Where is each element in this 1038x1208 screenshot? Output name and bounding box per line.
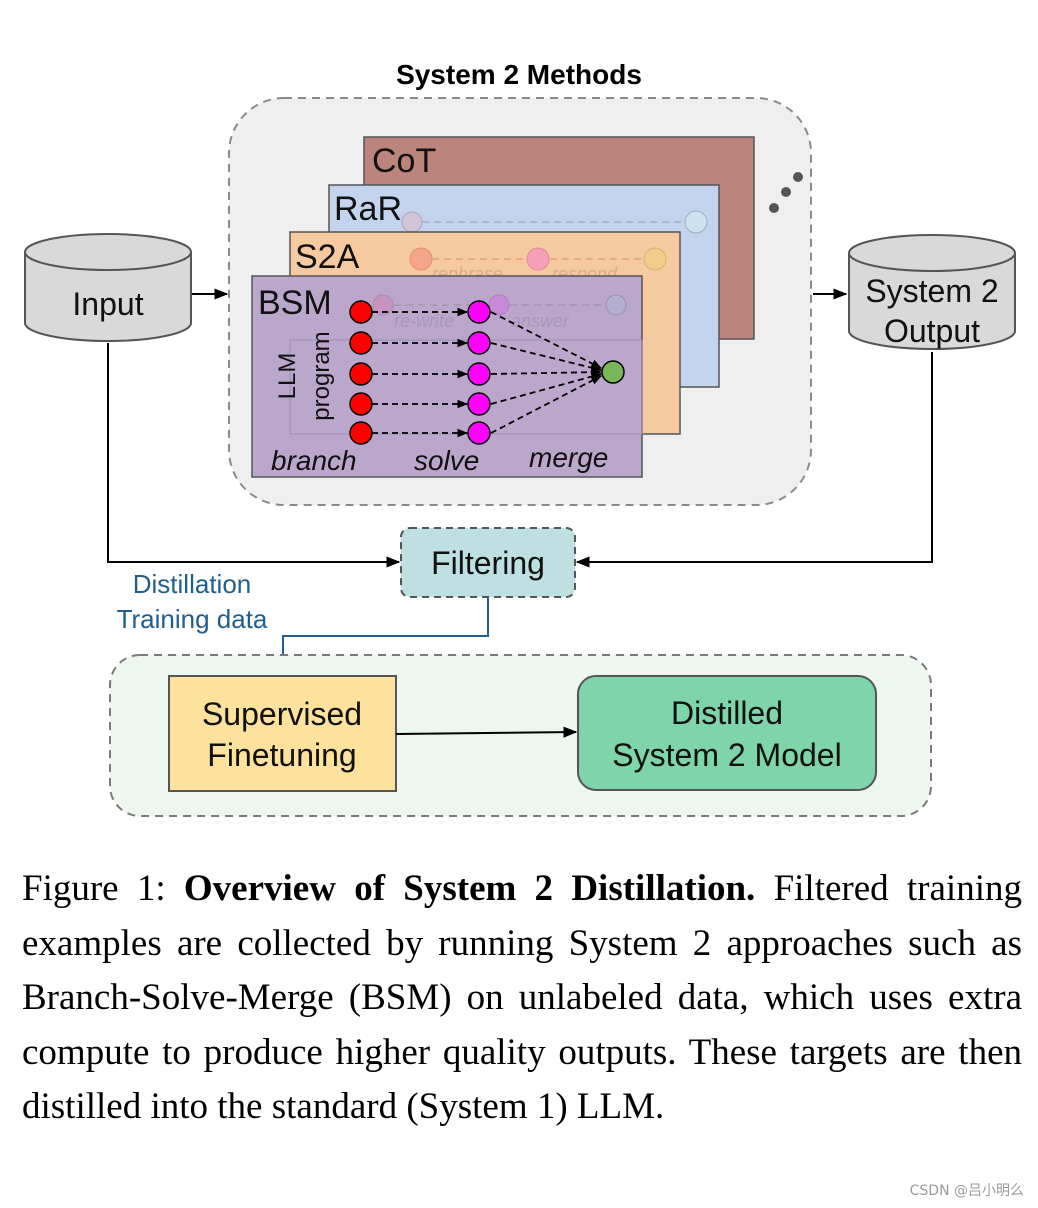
- rar-faint-node: [401, 211, 423, 233]
- output-to-filtering-arrow: [575, 352, 933, 568]
- finetune-label-line2: Finetuning: [207, 737, 356, 773]
- s2a-label: S2A: [295, 238, 360, 276]
- caption-prefix: Figure 1:: [22, 868, 184, 909]
- finetune-to-model-arrow: [395, 726, 578, 738]
- s2a-faint-node: [526, 247, 550, 271]
- output-label-line1: System 2: [865, 273, 998, 309]
- cot-label: CoT: [372, 142, 436, 180]
- diagram-title: System 2 Methods: [396, 59, 642, 90]
- distilled-model-box: Distilled System 2 Model: [577, 675, 877, 791]
- watermark: CSDN @吕小明么: [909, 1183, 1024, 1199]
- system2-distillation-diagram: System 2 Methods CoT RaR S2A rephrase re…: [24, 59, 1016, 817]
- bsm-faint-node: [605, 294, 627, 316]
- bsm-faint-node: [372, 294, 394, 316]
- solve-node: [467, 362, 491, 386]
- branch-node: [349, 331, 373, 355]
- branch-node: [349, 362, 373, 386]
- system2-output-cylinder: System 2 Output: [848, 234, 1016, 350]
- branch-label: branch: [271, 445, 357, 476]
- training-data-label-line2: Training data: [117, 604, 268, 634]
- caption-title: Overview of System 2 Distillation.: [183, 868, 756, 909]
- branch-node: [349, 392, 373, 416]
- model-label-line1: Distilled: [671, 695, 783, 731]
- finetune-label-line1: Supervised: [202, 696, 362, 732]
- filtering-label: Filtering: [431, 545, 545, 581]
- rewrite-annotation: re-write: [394, 311, 454, 331]
- branch-to-solve-arrows: [372, 307, 469, 438]
- input-to-filtering-arrow: [107, 343, 401, 568]
- solve-node: [467, 392, 491, 416]
- input-cylinder: Input: [24, 233, 192, 342]
- s2a-faint-node: [409, 247, 433, 271]
- answer-annotation: answer: [511, 311, 570, 331]
- training-data-label-line1: Distillation: [133, 569, 252, 599]
- merge-label: merge: [529, 442, 608, 473]
- output-label-line2: Output: [884, 313, 980, 349]
- solve-to-merge-arrows: [490, 311, 603, 434]
- supervised-finetuning-box: Supervised Finetuning: [168, 675, 397, 792]
- input-label: Input: [72, 286, 143, 322]
- s2a-faint-node: [643, 247, 667, 271]
- bsm-label: BSM: [258, 284, 332, 322]
- filtering-box: Filtering: [400, 527, 576, 598]
- figure-caption: Figure 1: Overview of System 2 Distillat…: [22, 862, 1022, 1135]
- merge-node: [601, 360, 625, 384]
- solve-nodes: [467, 300, 491, 445]
- branch-node: [349, 300, 373, 324]
- solve-label: solve: [414, 445, 479, 476]
- rar-faint-node: [684, 210, 708, 234]
- bsm-card: BSM re-write answer LLM program: [251, 275, 643, 478]
- solve-node: [467, 300, 491, 324]
- program-label: program: [308, 331, 335, 420]
- more-methods-ellipsis: [769, 172, 803, 213]
- bsm-faint-node: [488, 294, 510, 316]
- rar-label: RaR: [334, 190, 402, 228]
- branch-node: [349, 421, 373, 445]
- llm-label: LLM: [274, 353, 301, 400]
- model-label-line2: System 2 Model: [612, 737, 841, 773]
- solve-node: [467, 421, 491, 445]
- caption-body: Filtered training examples are collected…: [22, 868, 1022, 1127]
- branch-nodes: [349, 300, 373, 445]
- solve-node: [467, 331, 491, 355]
